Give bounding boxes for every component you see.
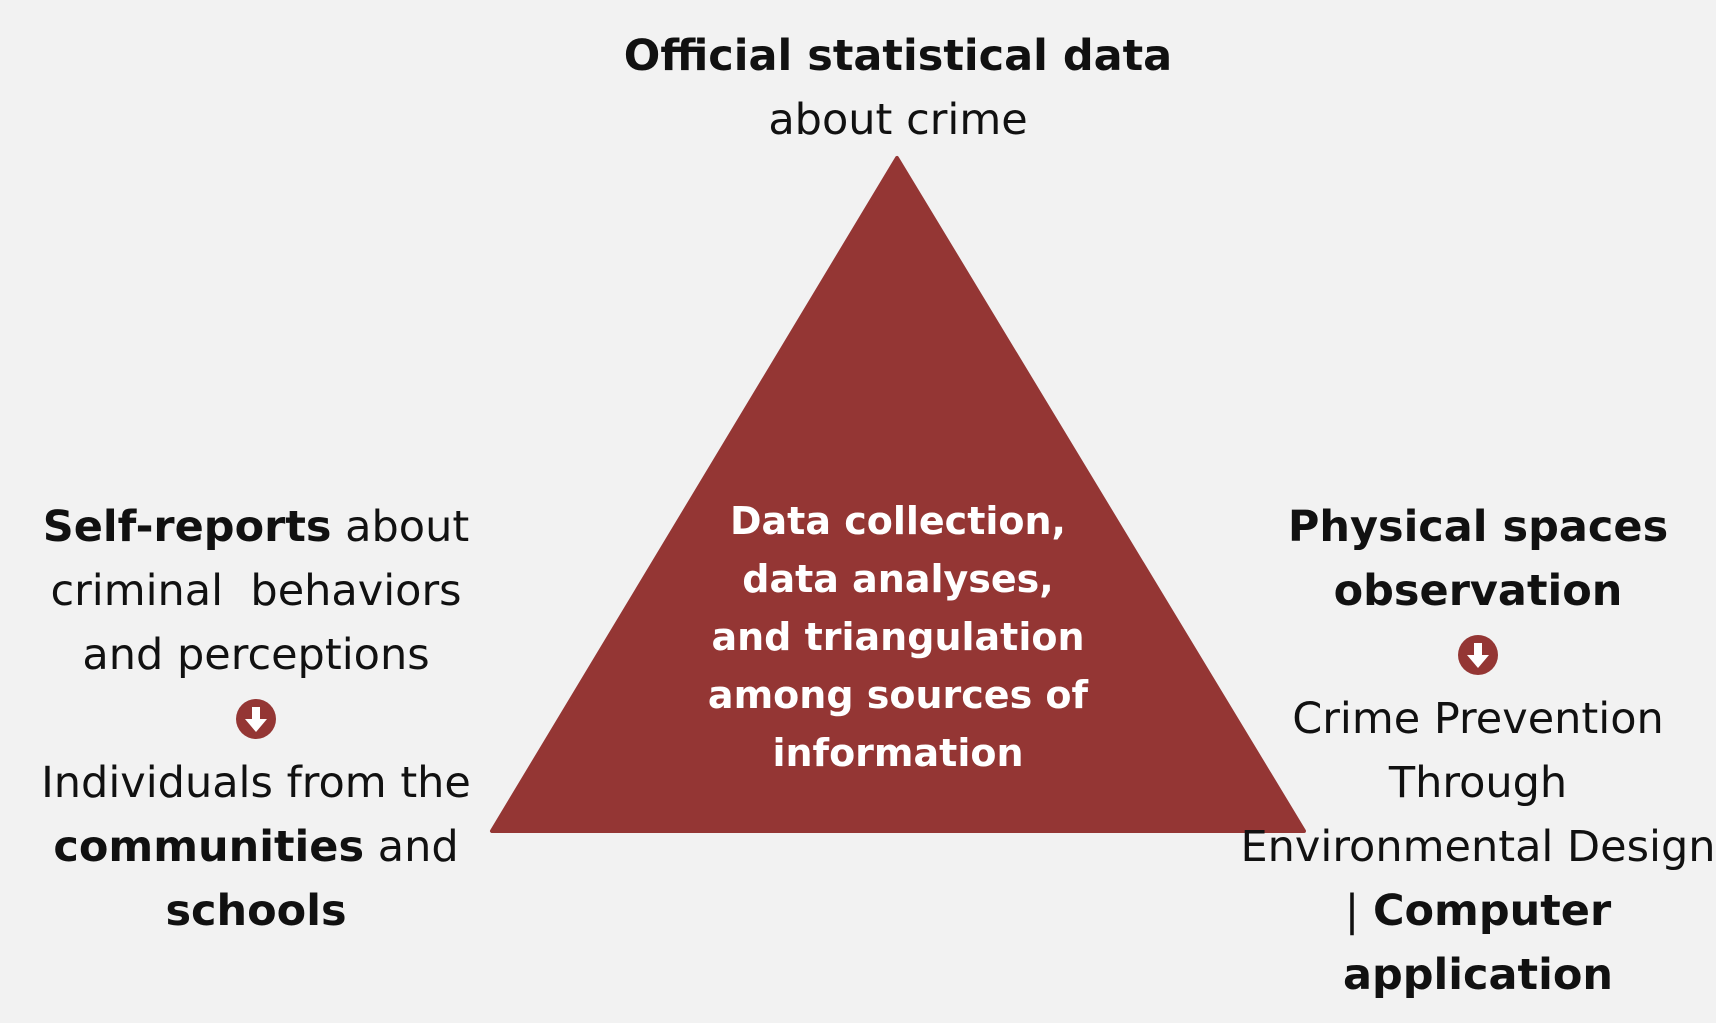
triangle-shape — [490, 156, 1306, 833]
top-label-title: Official statistical data — [623, 31, 1173, 81]
left-label-line: and perceptions — [82, 630, 430, 680]
left-label-bold: Self-reports — [42, 502, 332, 552]
center-text-line: information — [772, 731, 1024, 775]
right-label-line: Physical spaces — [1287, 502, 1669, 552]
left-label-bold: communities — [53, 822, 365, 872]
center-text-line: data analyses, — [742, 557, 1054, 601]
right-label-line: | Computer — [1220, 879, 1716, 943]
top-label: Official statistical data about crime — [558, 24, 1238, 152]
left-arrow-row — [0, 687, 512, 751]
left-label-line: criminal behaviors — [50, 566, 462, 616]
left-label-line: Individuals from the — [41, 758, 471, 808]
circle-arrow-down-icon — [236, 699, 276, 739]
top-label-subtitle: about crime — [768, 95, 1028, 145]
circle-arrow-down-icon — [1458, 635, 1498, 675]
right-label-line: Through — [1388, 758, 1568, 808]
right-label-text: | — [1344, 886, 1373, 936]
right-label-bold: Computer — [1372, 886, 1612, 936]
left-label-line: Self-reports about — [0, 495, 512, 559]
left-label-line: schools — [165, 886, 347, 936]
left-label-line: communities and — [0, 815, 512, 879]
left-label-text: and — [364, 822, 459, 872]
arrow-down-glyph — [1467, 643, 1489, 668]
right-label-line: observation — [1333, 566, 1623, 616]
arrow-down-glyph — [245, 707, 267, 732]
right-arrow-row — [1220, 623, 1716, 687]
left-label-text: about — [331, 502, 470, 552]
right-label-line: application — [1342, 950, 1613, 1000]
right-label-line: Crime Prevention — [1292, 694, 1664, 744]
right-label-line: Environmental Design — [1240, 822, 1716, 872]
right-label: Physical spaces observation Crime Preven… — [1220, 495, 1716, 1007]
center-text-line: and triangulation — [711, 615, 1085, 659]
left-label: Self-reports about criminal behaviors an… — [0, 495, 512, 943]
center-text-line: Data collection, — [730, 499, 1066, 543]
center-text: Data collection, data analyses, and tria… — [700, 492, 1096, 782]
center-text-line: among sources of — [707, 673, 1089, 717]
